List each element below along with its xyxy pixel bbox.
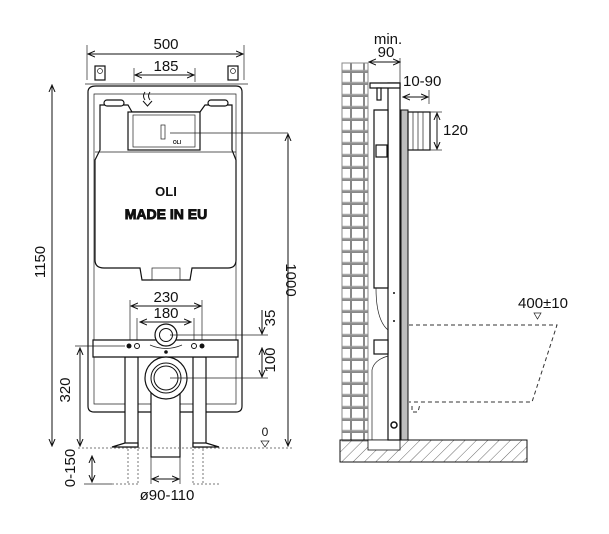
dimension-0-150: 0-150 bbox=[62, 449, 79, 487]
wall-panel bbox=[400, 109, 409, 441]
dimension-1000: 1000 bbox=[282, 263, 299, 296]
dimension-35: 35 bbox=[262, 310, 279, 327]
water-inlet-arrow-icon bbox=[142, 91, 153, 107]
flush-box-ribs bbox=[412, 112, 424, 150]
cistern-handle-right bbox=[207, 99, 229, 107]
frame-upright bbox=[387, 82, 401, 441]
adjust-screw bbox=[390, 421, 398, 429]
dimension-185: 185 bbox=[153, 58, 178, 75]
dimension-min-90: 90 bbox=[378, 44, 395, 61]
made-in-label: MADE IN EU bbox=[125, 206, 207, 222]
toilet-bowl-outline bbox=[409, 324, 558, 403]
dimension-320: 320 bbox=[57, 377, 74, 402]
top-bracket bbox=[369, 82, 401, 89]
crossbar-side bbox=[373, 339, 389, 355]
center-mark bbox=[164, 350, 168, 354]
flush-mechanism bbox=[132, 114, 196, 148]
cistern-clip bbox=[375, 144, 388, 158]
cistern-outlet bbox=[151, 267, 181, 281]
drain-bend bbox=[371, 355, 389, 440]
brick-wall bbox=[341, 62, 369, 442]
dimension-120: 120 bbox=[443, 122, 468, 139]
dimension-1150: 1150 bbox=[32, 246, 49, 278]
flush-box bbox=[407, 111, 431, 151]
bolt-hole bbox=[134, 343, 140, 349]
floor-recess bbox=[367, 439, 401, 451]
wall-bracket-right bbox=[227, 65, 239, 81]
min-label: min. bbox=[374, 31, 402, 48]
dimension-10-90: 10-90 bbox=[403, 73, 441, 90]
flush-panel-opening bbox=[127, 111, 201, 151]
front-view: 500 185 OLI OLI MADE IN EU bbox=[32, 36, 299, 504]
dimension-180: 180 bbox=[153, 305, 178, 322]
side-view: min. 90 10-90 120 400±10 bbox=[339, 31, 568, 463]
support-leg-left bbox=[124, 356, 139, 448]
level-triangle-icon bbox=[260, 440, 270, 448]
dimension-500: 500 bbox=[153, 36, 178, 53]
level-triangle-icon bbox=[533, 312, 542, 320]
bowl-fixing-outline bbox=[411, 403, 421, 413]
cistern-outlet-curve bbox=[375, 287, 389, 331]
frame-inner bbox=[93, 93, 237, 405]
foot-left bbox=[111, 442, 139, 448]
bolt-hole bbox=[126, 343, 132, 349]
crossbar-curve bbox=[149, 344, 183, 349]
wall-bracket-left bbox=[94, 65, 106, 81]
cistern-side bbox=[373, 109, 389, 289]
dimension-230: 230 bbox=[153, 289, 178, 306]
bolt-hole bbox=[199, 343, 205, 349]
foot-right bbox=[192, 442, 220, 448]
hole bbox=[393, 292, 395, 294]
dimension-100: 100 bbox=[262, 347, 279, 372]
panel-logo: OLI bbox=[173, 140, 182, 146]
flush-slot bbox=[160, 124, 166, 140]
support-leg-right bbox=[192, 356, 207, 448]
bracket-screw bbox=[376, 87, 382, 101]
hole bbox=[393, 320, 395, 322]
brand-logo: OLI bbox=[155, 184, 177, 199]
floor-level: 0 bbox=[262, 425, 269, 439]
dimension-drain-diameter: ø90-110 bbox=[140, 487, 195, 504]
dimension-seat-height: 400±10 bbox=[518, 295, 568, 312]
bolt-hole bbox=[191, 343, 197, 349]
cistern-handle-left bbox=[103, 99, 125, 107]
